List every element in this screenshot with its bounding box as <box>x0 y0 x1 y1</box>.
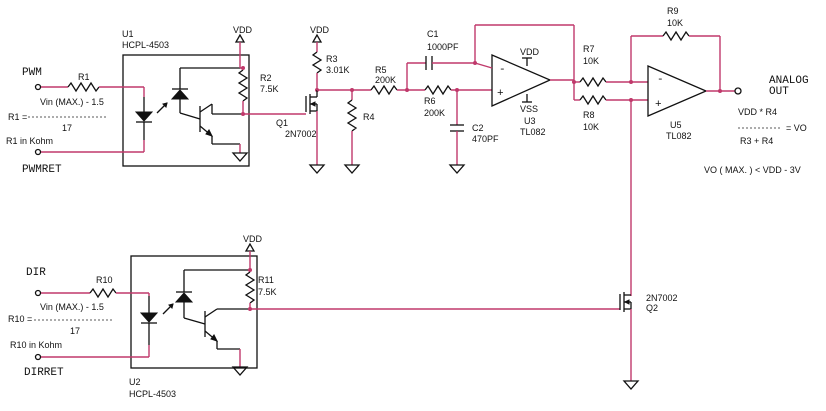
dirret-terminal[interactable] <box>34 353 42 361</box>
q2-part: 2N7002 <box>646 293 678 303</box>
q1-part: 2N7002 <box>285 129 317 139</box>
r10-resistor <box>89 287 117 299</box>
u5-part: TL082 <box>666 131 692 141</box>
c1-label: C1 <box>427 29 439 39</box>
q1-label: Q1 <box>276 118 288 128</box>
dir-terminal[interactable] <box>34 289 42 297</box>
r1-formula-eq: R1 = <box>8 112 27 122</box>
u1-part-label: HCPL-4503 <box>122 40 169 50</box>
r4-label: R4 <box>363 112 375 122</box>
vdd-arrow-q1 <box>311 33 323 43</box>
c2-label: C2 <box>472 123 484 133</box>
r11-label: R11 <box>258 275 274 285</box>
u2-part-label: HCPL-4503 <box>129 389 176 399</box>
r9-label: R9 <box>667 6 679 16</box>
u3-label: U3 <box>524 116 536 126</box>
vdd-label-u1: VDD <box>233 25 253 35</box>
r5-value: 200K <box>375 75 396 85</box>
r3-value: 3.01K <box>326 65 350 75</box>
r10-unit: R10 in Kohm <box>10 340 62 350</box>
vss-label-u3: VSS <box>520 104 538 114</box>
r11-value: 7.5K <box>258 287 277 297</box>
ground-r4 <box>343 164 361 174</box>
r1-unit: R1 in Kohm <box>6 136 53 146</box>
r3-resistor <box>311 51 323 74</box>
r2-resistor <box>237 69 249 102</box>
analog-out-terminal[interactable] <box>734 87 742 95</box>
pwmret-terminal[interactable] <box>34 148 42 156</box>
u3-part: TL082 <box>520 127 546 137</box>
r6-label: R6 <box>424 96 436 106</box>
r2-label: R2 <box>260 73 272 83</box>
r7-label: R7 <box>583 44 595 54</box>
vo-eq-num: VDD * R4 <box>738 107 777 117</box>
vdd-arrow-u1 <box>234 33 246 43</box>
q1-mosfet <box>305 90 318 114</box>
vdd-label-u2: VDD <box>243 234 263 244</box>
pwmret-label: PWMRET <box>22 164 62 176</box>
analog-out-label-1: ANALOG <box>769 75 809 87</box>
r5-resistor <box>370 84 398 96</box>
analog-out-label-2: OUT <box>769 86 789 98</box>
r7-resistor <box>579 76 607 88</box>
r6-resistor <box>424 84 452 96</box>
u3-plus: + <box>497 88 504 100</box>
ground-q2 <box>622 380 640 390</box>
vo-eq-den: R3 + R4 <box>740 136 773 146</box>
vdd-label-u3: VDD <box>520 47 540 57</box>
u5-label: U5 <box>670 120 682 130</box>
c2-value: 470PF <box>472 134 499 144</box>
r9-resistor <box>662 30 690 42</box>
r10-formula-eq: R10 = <box>8 314 32 324</box>
r7-value: 10K <box>583 56 599 66</box>
r10-formula-den: 17 <box>70 326 80 336</box>
u2-label: U2 <box>129 377 141 387</box>
u3-opamp <box>491 54 552 108</box>
r2-value: 7.5K <box>260 84 279 94</box>
u5-minus: - <box>657 74 664 86</box>
r8-resistor <box>579 94 607 106</box>
r4-resistor <box>346 99 358 132</box>
vdd-label-q1: VDD <box>310 25 330 35</box>
u1-optocoupler <box>122 54 250 167</box>
r8-value: 10K <box>583 122 599 132</box>
r1-formula-den: 17 <box>62 123 72 133</box>
r9-value: 10K <box>667 18 683 28</box>
dirret-label: DIRRET <box>24 367 64 379</box>
vo-max: VO ( MAX. ) < VDD - 3V <box>704 165 801 175</box>
u5-plus: + <box>655 99 662 111</box>
pwm-terminal[interactable] <box>34 83 42 91</box>
vo-eq-rhs: = VO <box>786 123 807 133</box>
r10-formula-num: Vin (MAX.) - 1.5 <box>40 302 104 312</box>
u1-label: U1 <box>122 29 134 39</box>
ground-c2 <box>448 164 466 174</box>
vdd-arrow-u2 <box>244 242 256 252</box>
c1-value: 1000PF <box>427 42 459 52</box>
dir-label: DIR <box>26 267 46 279</box>
ground-u1 <box>231 152 249 162</box>
r1-label: R1 <box>78 72 90 82</box>
u2-optocoupler <box>130 255 258 369</box>
ground-q1 <box>308 164 326 174</box>
r1-resistor <box>67 81 100 93</box>
ground-u2 <box>231 366 249 376</box>
r3-label: R3 <box>326 54 338 64</box>
r10-label: R10 <box>96 275 113 285</box>
q2-label: Q2 <box>646 303 658 313</box>
r1-formula-num: Vin (MAX.) - 1.5 <box>40 97 104 107</box>
pwm-label: PWM <box>22 67 42 79</box>
u3-minus: - <box>499 64 506 76</box>
r5-label: R5 <box>375 65 387 75</box>
u5-opamp <box>647 65 708 117</box>
r6-value: 200K <box>424 108 445 118</box>
q2-mosfet <box>619 292 632 312</box>
r11-resistor <box>244 271 256 304</box>
r8-label: R8 <box>583 110 595 120</box>
